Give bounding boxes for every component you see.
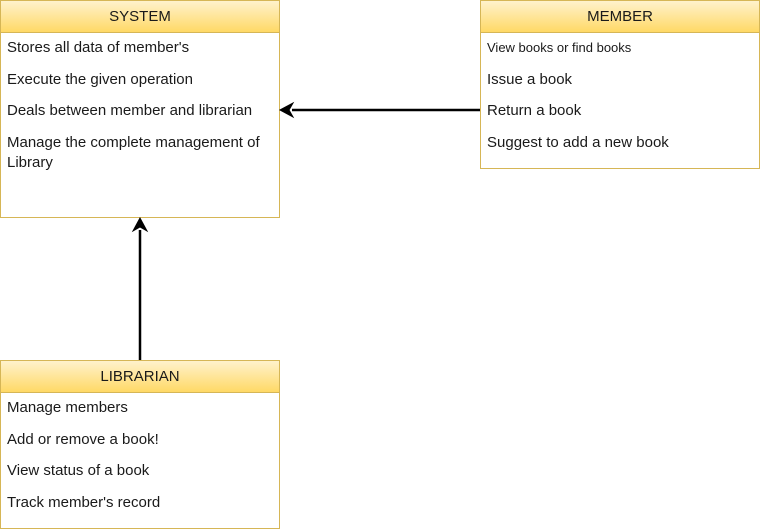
system-item: Execute the given operation — [7, 71, 193, 88]
system-box[interactable]: SYSTEM Stores all data of member's Execu… — [0, 0, 280, 218]
system-header: SYSTEM — [1, 1, 279, 33]
librarian-item: Manage members — [7, 399, 128, 416]
librarian-to-system-arrow — [131, 216, 149, 360]
member-header: MEMBER — [481, 1, 759, 33]
member-to-system-arrow — [278, 101, 480, 119]
librarian-header: LIBRARIAN — [1, 361, 279, 393]
system-item: Stores all data of member's — [7, 39, 190, 56]
librarian-item: View status of a book — [7, 462, 150, 479]
librarian-item: Add or remove a book! — [7, 431, 159, 448]
member-box[interactable]: MEMBER View books or find books Issue a … — [480, 0, 760, 169]
system-item: Deals between member and librarian — [7, 102, 253, 119]
system-item: Manage the complete management of Librar… — [7, 134, 260, 171]
member-item: Return a book — [487, 102, 582, 119]
librarian-item: Track member's record — [7, 494, 161, 511]
member-item: Suggest to add a new book — [487, 134, 669, 151]
member-item: View books or find books — [487, 40, 632, 55]
member-item: Issue a book — [487, 71, 573, 88]
librarian-box[interactable]: LIBRARIAN Manage members Add or remove a… — [0, 360, 280, 529]
